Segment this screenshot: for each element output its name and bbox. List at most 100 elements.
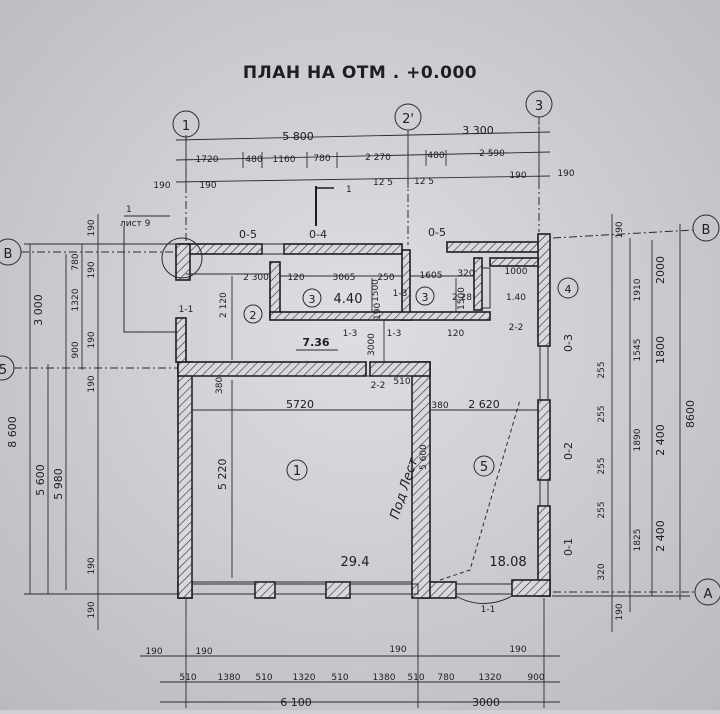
right-dimensions: 8600 2000 1800 2 400 2 400 190 1910 1545… <box>552 214 697 632</box>
dimension-label: 780 <box>71 253 81 270</box>
room-3a-number: 3 <box>309 293 316 306</box>
left-dimensions: 8 600 5 600 5 980 3 000 190 780 190 1320… <box>6 214 180 630</box>
dimension-label: 5720 <box>286 398 314 411</box>
axis-label-b-right: B <box>702 223 711 238</box>
dimension-label: 190 <box>87 219 97 236</box>
axis-label-a: A <box>704 587 713 602</box>
dimension-label: 255 <box>597 501 607 518</box>
dimension-label: 0-1 <box>562 538 575 556</box>
dimension-label: 1320 <box>479 673 502 683</box>
dimension-label: 190 <box>87 331 97 348</box>
dimension-label: 1-3 <box>393 289 408 299</box>
dimension-label: 12 5 <box>373 178 393 188</box>
dimension-label: 120 <box>447 329 464 339</box>
room-4-number: 4 <box>565 283 572 296</box>
dimension-label: 190 <box>389 645 406 655</box>
dimension-label: 255 <box>597 361 607 378</box>
bottom-dimensions: 190 190 190 190 510 1380 510 1320 510 13… <box>140 598 560 709</box>
dimension-label: 320 <box>457 269 474 279</box>
dimension-label: 2-2 <box>371 381 386 391</box>
dimension-label: 900 <box>527 673 544 683</box>
dimension-label: 8600 <box>684 400 697 428</box>
dimension-label: лист 9 <box>120 219 151 229</box>
dimension-label: 1-1 <box>481 605 496 615</box>
dimension-label: 510 <box>179 673 196 683</box>
dimension-label: 320 <box>597 563 607 580</box>
dimension-label: 1545 <box>633 339 643 362</box>
dimension-label: 190 <box>373 303 383 320</box>
dimension-label: 3 000 <box>32 294 45 326</box>
dimension-label: 190 <box>199 181 216 191</box>
axis-label-3: 3 <box>535 99 543 114</box>
room-labels: 1 29.4 2 3 4.40 3 2.28 4 1.40 5 18.08 7.… <box>243 277 579 570</box>
dimension-label: 190 <box>557 169 574 179</box>
dimension-label: 3000 <box>472 696 500 709</box>
dimension-label: 255 <box>597 405 607 422</box>
dimension-label: 2000 <box>654 256 667 284</box>
dimension-label: 1-1 <box>179 305 194 315</box>
dimension-label: 0-3 <box>562 334 575 352</box>
dimension-label: 190 <box>153 181 170 191</box>
dimension-label: 1720 <box>196 155 219 165</box>
plan-title: ПЛАН НА ОТМ . +0.000 <box>243 63 477 83</box>
dimension-label: 5 800 <box>282 130 314 143</box>
level-mark: 7.36 <box>302 336 329 349</box>
dimension-label: 1-3 <box>343 329 358 339</box>
room-5-area: 18.08 <box>489 555 526 570</box>
dimension-label: 380 <box>215 377 225 394</box>
room-2-number: 2 <box>250 309 257 322</box>
dimension-label: 510 <box>331 673 348 683</box>
room-3b-area: 2.28 <box>452 293 472 303</box>
dimension-label: 510 <box>393 377 410 387</box>
dimension-label: 1910 <box>633 278 643 301</box>
room-1-number: 1 <box>293 464 301 479</box>
dimension-label: 1380 <box>218 673 241 683</box>
dimension-label: 5 980 <box>52 468 65 500</box>
dimension-label: 1800 <box>654 336 667 364</box>
dimension-label: 190 <box>615 603 625 620</box>
dimension-label: 190 <box>195 647 212 657</box>
dimension-label: 900 <box>71 341 81 358</box>
axis-label-b-left: B <box>4 247 13 262</box>
dimension-label: 3065 <box>333 273 356 283</box>
dimension-label: 2 120 <box>219 292 229 318</box>
opening-marks: 0-5 0-4 0-5 0-3 0-2 0-1 1-1 1-1 2-2 2-2 … <box>179 226 575 615</box>
dimension-label: 2 620 <box>468 398 500 411</box>
dimension-label: 1605 <box>420 271 443 281</box>
dimension-label: 190 <box>87 261 97 278</box>
dimension-label: 190 <box>509 171 526 181</box>
interior-lines <box>123 226 549 605</box>
dimension-label: 3 300 <box>462 124 494 137</box>
axis-bubble-a <box>694 578 720 606</box>
dimension-label: 5 600 <box>419 444 429 470</box>
dimension-label: 12 5 <box>414 177 434 187</box>
axis-label-1: 1 <box>182 119 190 134</box>
dimension-label: 0-5 <box>428 226 446 239</box>
dimension-label: 190 <box>509 645 526 655</box>
dimension-label: 1160 <box>273 155 296 165</box>
dimension-label: 0-2 <box>562 442 575 460</box>
dimension-label: 780 <box>313 154 330 164</box>
dimension-label: 480 <box>245 155 262 165</box>
dimension-label: 190 <box>87 557 97 574</box>
dimension-label: 1380 <box>373 673 396 683</box>
dimension-label: 2 300 <box>243 273 269 283</box>
dimension-label: 1890 <box>633 428 643 451</box>
walls <box>175 233 551 599</box>
dimension-label: 2-2 <box>509 323 524 333</box>
dimension-label: 3000 <box>367 333 377 356</box>
axis-bubble-b-right <box>692 214 720 242</box>
dimension-label: 1825 <box>633 529 643 552</box>
dimension-label: 380 <box>431 401 448 411</box>
dimension-label: 2 400 <box>654 520 667 552</box>
top-dimensions: 5 800 3 300 1720 480 1160 780 2 270 480 … <box>120 124 575 229</box>
dimension-label: 1000 <box>505 267 528 277</box>
room-3a-area: 4.40 <box>334 292 363 307</box>
dimension-label: 0-5 <box>239 228 257 241</box>
dimension-label: 2 270 <box>365 153 391 163</box>
dimension-label: 190 <box>87 601 97 618</box>
dimension-label: 250 <box>377 273 394 283</box>
